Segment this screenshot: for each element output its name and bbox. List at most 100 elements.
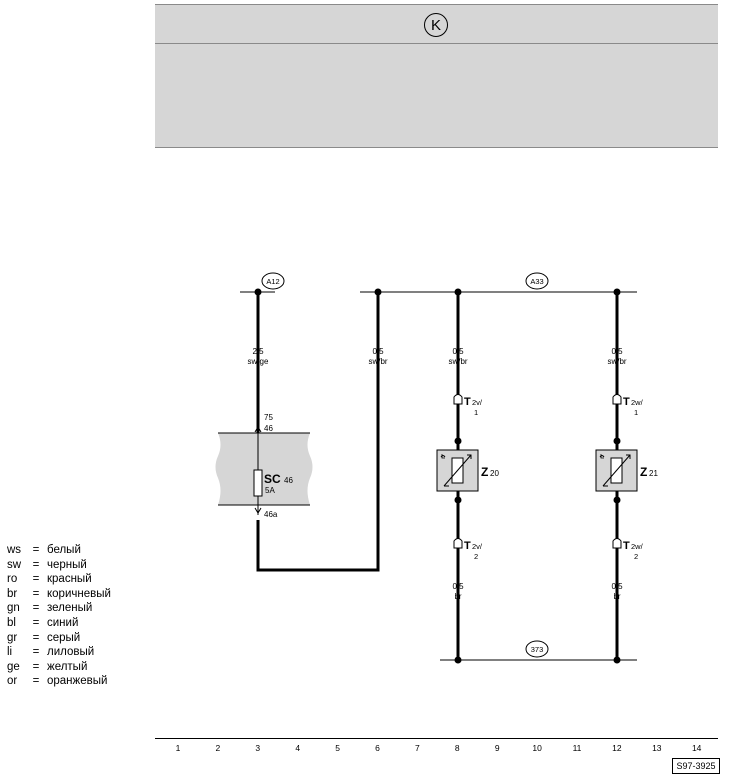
legend-row: or = оранжевый — [7, 674, 111, 689]
legend-color-name: белый — [47, 544, 81, 556]
legend-equals: = — [32, 675, 40, 688]
grid-number: 6 — [375, 743, 380, 753]
plug-t2w1-pin: 1 — [634, 408, 638, 417]
wire-col3-color: sw/ge — [248, 357, 269, 366]
legend-equals: = — [32, 587, 40, 600]
fuse-rating: 5A — [265, 486, 275, 495]
plug-t2w1-sub: 2w/ — [631, 398, 644, 407]
legend-row: br = коричневый — [7, 587, 111, 602]
connector-a33-label: A33 — [530, 277, 543, 286]
plug-t2w1-letter: T — [623, 396, 630, 408]
wire-col6-color: sw/br — [368, 357, 387, 366]
wire-col8-lower-size: 0,5 — [452, 582, 464, 591]
legend-row: ro=красный — [7, 572, 111, 587]
grid-number: 11 — [573, 743, 582, 753]
fuse-label-sc: SC — [264, 472, 281, 486]
grid-number: 14 — [692, 743, 702, 753]
wire-col8-size: 0,5 — [452, 347, 464, 356]
plug-t2v1-letter: T — [464, 396, 471, 408]
plug-t2v1-icon — [453, 394, 463, 405]
wire-col8-color: sw/br — [448, 357, 467, 366]
legend-row: li=лиловый — [7, 645, 111, 660]
grid-number: 13 — [652, 743, 662, 753]
heater-z21-letter: Z — [640, 465, 647, 479]
junction-dot — [454, 288, 462, 296]
plug-t2v2-pin: 2 — [474, 552, 478, 561]
legend-color-name: черный — [47, 558, 87, 571]
grid-number: 2 — [216, 743, 221, 753]
legend-code: li — [7, 646, 13, 659]
legend-code: ge — [7, 660, 20, 673]
legend-row: bl=синий — [7, 616, 111, 631]
legend-code: or — [7, 675, 18, 688]
legend-row: gr=серый — [7, 631, 111, 646]
legend-code: br — [7, 587, 18, 600]
legend-code: sw — [7, 558, 22, 571]
grid-number: 10 — [532, 743, 542, 753]
wire-col12-lower-size: 0,5 — [611, 582, 623, 591]
wire-col3-size: 2,5 — [252, 347, 264, 356]
legend-row: ge = желтый — [7, 660, 111, 675]
grid-number: 3 — [255, 743, 260, 753]
grid-number: 9 — [495, 743, 500, 753]
plug-t2v2-sub: 2v/ — [472, 542, 483, 551]
ground-373-label: 373 — [531, 645, 544, 654]
heater-z20-letter: Z — [481, 465, 488, 479]
legend-color-name: красный — [47, 573, 92, 586]
grid-number: 8 — [455, 743, 460, 753]
legend-code: ws — [7, 544, 22, 556]
junction-dot — [613, 437, 621, 445]
legend-color-name: зеленый — [47, 602, 93, 615]
grid-number: 12 — [612, 743, 622, 753]
plug-t2v2-letter: T — [464, 540, 471, 552]
heater-z20-arrow — [441, 454, 445, 459]
header-divider — [155, 43, 718, 44]
wire-col12-lower-color: br — [613, 592, 620, 601]
legend-row: ws = белый — [7, 543, 111, 558]
header-panel: K — [155, 4, 718, 148]
legend-row: sw = черный — [7, 558, 111, 573]
legend-color-name: синий — [47, 616, 79, 629]
fuse-terminal-46a: 46a — [264, 510, 278, 519]
fuse-terminal-top-arrow — [254, 426, 262, 433]
fuse-sc46-symbol — [253, 469, 263, 497]
legend-equals: = — [32, 631, 40, 644]
legend-code: bl — [7, 616, 16, 629]
legend-color-name: желтый — [47, 660, 88, 673]
junction-dot — [254, 288, 262, 296]
legend-code: gn — [7, 602, 20, 615]
legend-equals: = — [32, 660, 40, 673]
fuse-number: 46 — [284, 476, 293, 485]
legend-color-name: коричневый — [47, 587, 111, 600]
heater-z21-arrow — [600, 454, 604, 459]
junction-dot — [613, 288, 621, 296]
plug-t2v1-sub: 2v/ — [472, 398, 483, 407]
grid-number: 4 — [295, 743, 300, 753]
plug-t2w2-pin: 2 — [634, 552, 638, 561]
wire-col6-size: 0,5 — [372, 347, 384, 356]
heater-z21-number: 21 — [649, 469, 658, 478]
plug-t2w1-icon — [612, 394, 622, 405]
legend-equals: = — [32, 558, 40, 571]
legend-equals: = — [32, 544, 40, 556]
legend-row: gn = зеленый — [7, 601, 111, 616]
grid-number: 7 — [415, 743, 420, 753]
grid-number: 5 — [335, 743, 340, 753]
plug-t2w2-sub: 2w/ — [631, 542, 644, 551]
heater-z21-symbol — [595, 449, 638, 492]
legend-color-name: серый — [47, 631, 81, 644]
wire-col8-lower-color: br — [454, 592, 461, 601]
connector-a12-circle — [261, 272, 285, 290]
fuse-terminal-bottom-arrow — [254, 507, 262, 514]
legend-color-name: оранжевый — [47, 675, 108, 688]
legend-equals: = — [32, 646, 40, 659]
plug-t2v2-icon — [453, 538, 463, 549]
legend-equals: = — [32, 602, 40, 615]
connector-a33-circle — [525, 272, 549, 290]
heater-z20-symbol — [436, 449, 479, 492]
plug-t2w2-letter: T — [623, 540, 630, 552]
wire-col12-color: sw/br — [607, 357, 626, 366]
junction-dot — [454, 496, 462, 504]
